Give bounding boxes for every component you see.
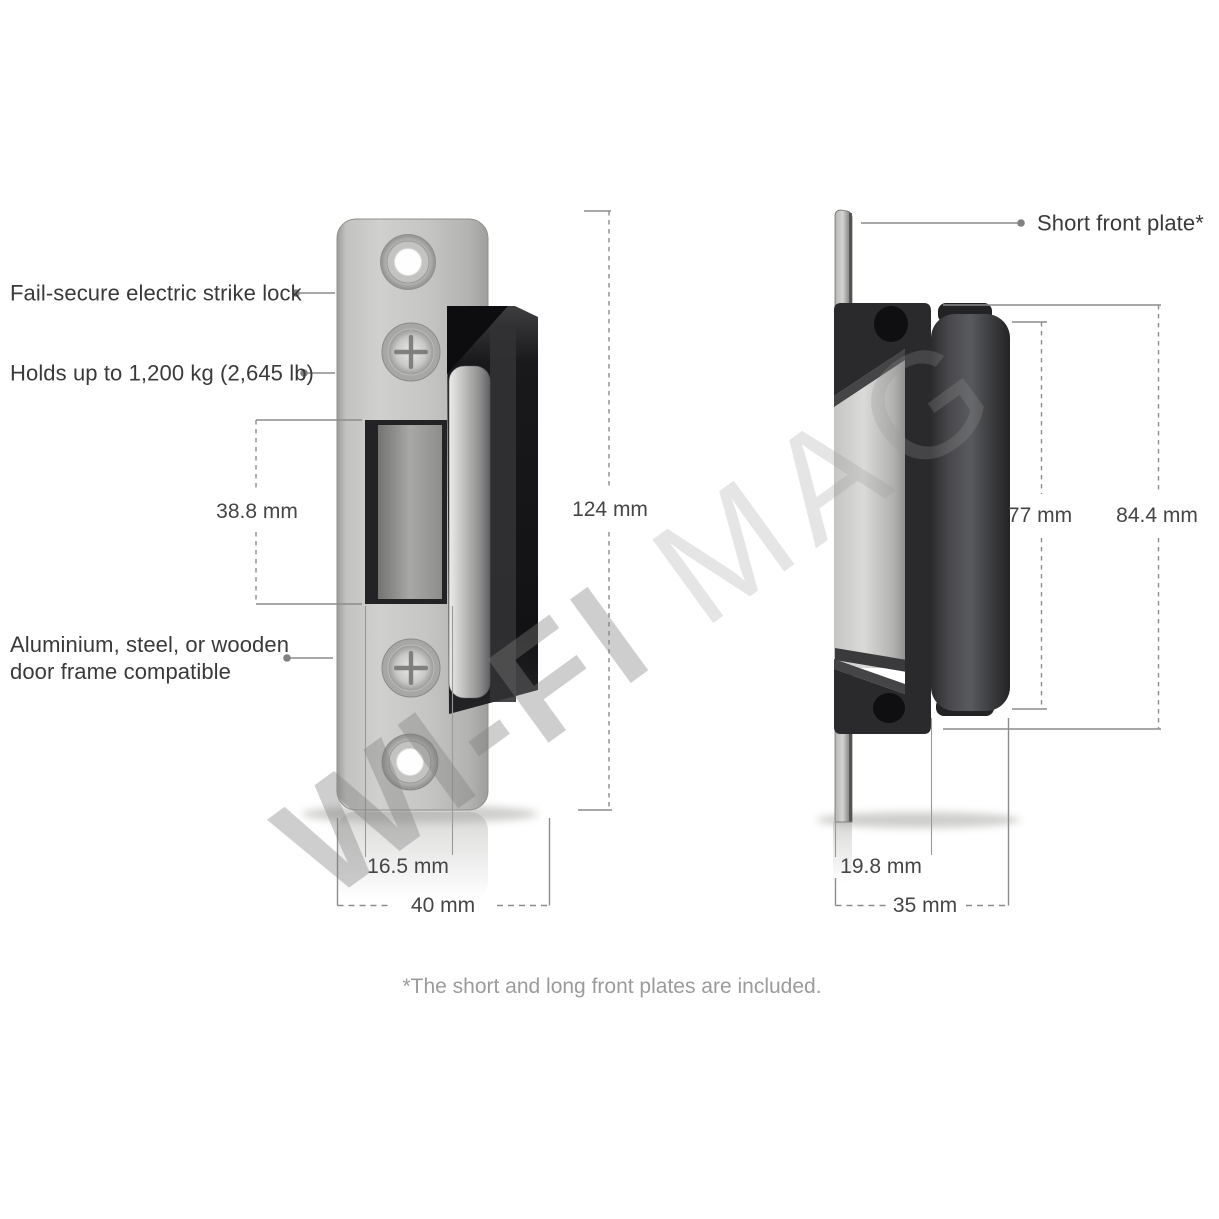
side-housing (834, 303, 931, 734)
dim-40-bracket (336, 818, 551, 906)
leader-dots (283, 219, 1025, 662)
side-housing-bevel-top (834, 349, 905, 407)
strike-body-bevel (447, 306, 508, 374)
strike-body-face (490, 324, 516, 702)
side-housing-bevel-bottom (834, 659, 905, 694)
dim-35-bracket (834, 718, 1010, 906)
mounting-hole-bottom (381, 733, 439, 791)
side-plate-reflection (833, 822, 852, 884)
side-view (816, 209, 1020, 884)
dim-198-lines (834, 718, 933, 857)
phillips-screw-top (381, 322, 441, 382)
leader-dot-frame (283, 654, 291, 662)
footnote: *The short and long front plates are inc… (402, 975, 822, 998)
dim-label-body-height: 77 mm (1007, 504, 1073, 527)
dim-label-keeper-width: 16.5 mm (367, 855, 449, 878)
dim-label-plate-height: 124 mm (572, 498, 648, 521)
leader-dot-holds (300, 369, 308, 377)
front-view (302, 218, 538, 900)
dim-165-lines (364, 606, 454, 857)
leader-dot-fail-secure (292, 289, 300, 297)
dim-label-inner-depth: 19.8 mm (840, 855, 922, 878)
keeper-edge (448, 365, 491, 699)
latch-recess-panel (378, 425, 442, 599)
callout-product: Fail-secure electric strike lock (10, 280, 302, 306)
mounting-hole-top (380, 234, 436, 290)
side-keeper-lip (835, 648, 907, 672)
callout-holding-force: Holds up to 1,200 kg (2,645 lb) (10, 360, 314, 386)
side-keeper (835, 350, 907, 668)
callout-compatibility: Aluminium, steel, or wooden door frame c… (10, 632, 290, 684)
side-view-shadow (816, 812, 1020, 828)
housing-hole-bottom (873, 693, 905, 723)
callout-short-front-plate: Short front plate* (1037, 210, 1204, 236)
front-view-reflection (337, 812, 488, 900)
leader-dot-short-plate (1017, 219, 1025, 227)
dim-label-total-depth: 35 mm (892, 894, 958, 917)
dim-label-plate-width: 40 mm (410, 894, 476, 917)
side-cylinder-body (931, 314, 1010, 711)
annotation-lines (255, 210, 1161, 907)
housing-hole-top (874, 306, 908, 342)
dim-label-keeper-height: 38.8 mm (216, 500, 298, 523)
dim-label-total-height: 84.4 mm (1116, 504, 1198, 527)
phillips-screw-bottom (381, 638, 441, 698)
